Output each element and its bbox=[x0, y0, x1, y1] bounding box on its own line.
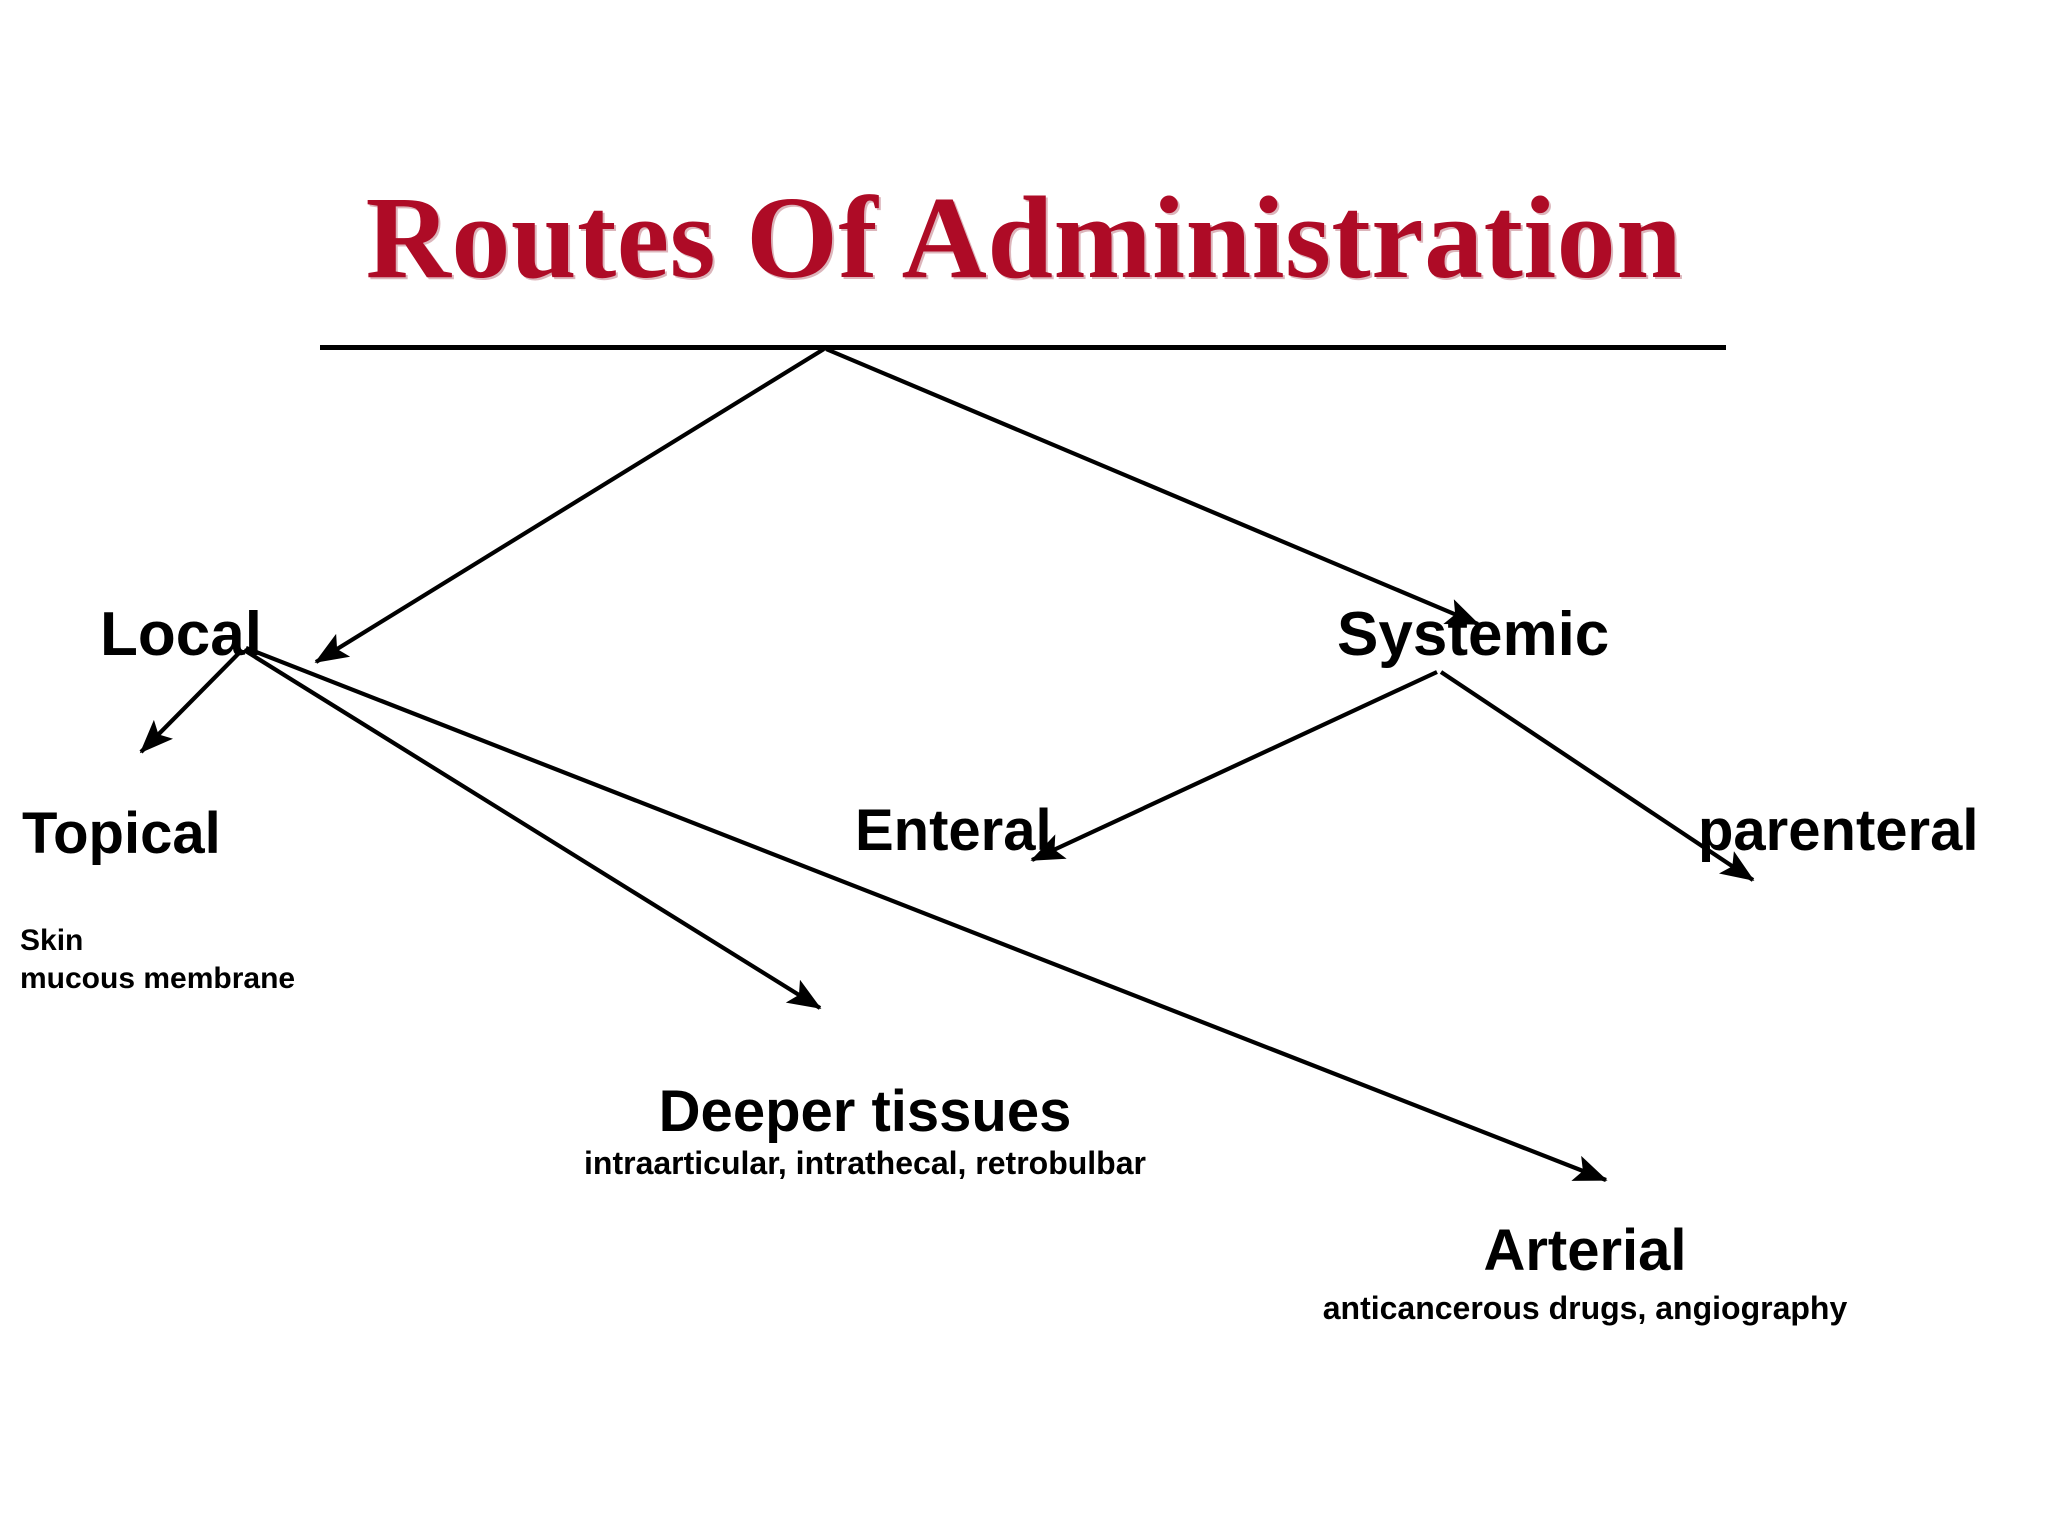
page-title: Routes Of Administration bbox=[365, 172, 1683, 303]
topical-detail-mucous-membrane: mucous membrane bbox=[20, 962, 296, 996]
node-arterial: Arterial bbox=[1483, 1218, 1687, 1283]
edge-root-to-systemic bbox=[825, 347, 1480, 626]
node-enteral: Enteral bbox=[855, 798, 1052, 863]
node-deeper-tissues: Deeper tissues bbox=[658, 1079, 1072, 1144]
title-divider bbox=[320, 345, 1726, 350]
edge-local-to-deeper-tissues bbox=[242, 648, 822, 1010]
node-topical-details: Skin mucous membrane bbox=[20, 922, 295, 999]
node-arterial-details: anticancerous drugs, angiography bbox=[1322, 1290, 1848, 1326]
node-local: Local bbox=[100, 600, 262, 669]
edge-systemic-to-enteral bbox=[1030, 670, 1438, 862]
node-parenteral: parenteral bbox=[1698, 798, 1979, 863]
node-topical: Topical bbox=[22, 801, 221, 866]
topical-detail-skin: Skin bbox=[20, 924, 84, 957]
node-deeper-tissues-details: intraarticular, intrathecal, retrobulbar bbox=[584, 1145, 1146, 1181]
node-systemic: Systemic bbox=[1337, 600, 1610, 669]
edge-root-to-local bbox=[314, 347, 826, 664]
